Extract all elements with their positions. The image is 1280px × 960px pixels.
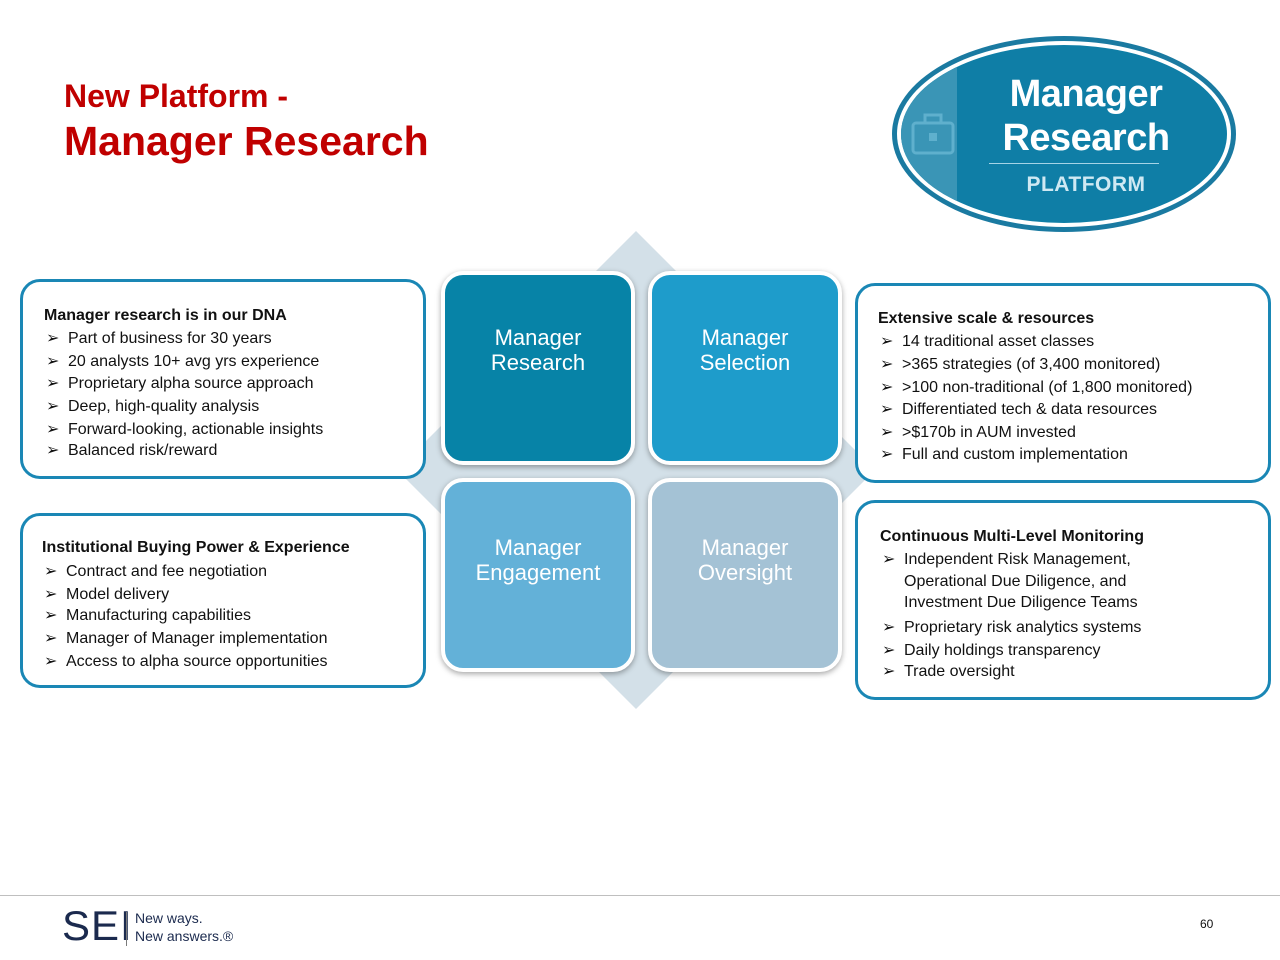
list-item-continuation: Investment Due Diligence Teams [904,594,1138,611]
list-item: ➢ Deep, high-quality analysis [46,396,259,416]
logo-text-research: Research [1002,117,1170,159]
quadrant-label-line1: Manager [494,535,582,560]
bullet-arrow-icon: ➢ [44,630,58,647]
list-item-text: Independent Risk Management, [904,551,1131,568]
quadrant-label-line2: Research [490,350,586,375]
list-item-text: >100 non-traditional (of 1,800 monitored… [902,379,1193,396]
bullet-arrow-icon: ➢ [46,442,60,459]
list-item: ➢ Differentiated tech & data resources [880,399,1157,419]
bullet-arrow-icon: ➢ [46,375,60,392]
quadrant-manager-selection: Manager Selection [648,271,842,465]
quadrant-label-line2: Engagement [475,560,601,585]
box-extensive-scale-resources [855,283,1271,483]
list-item-text: Proprietary risk analytics systems [904,619,1142,636]
list-item: ➢ Proprietary alpha source approach [46,373,313,393]
list-item: ➢ Part of business for 30 years [46,328,272,348]
bullet-arrow-icon: ➢ [44,653,58,670]
bullet-arrow-icon: ➢ [44,563,58,580]
footer-divider [0,895,1280,896]
bullet-arrow-icon: ➢ [880,356,894,373]
quadrant-manager-research: Manager Research [441,271,635,465]
bullet-arrow-icon: ➢ [880,446,894,463]
quadrant-label-line2: Oversight [697,560,793,585]
box-title: Institutional Buying Power & Experience [42,539,350,556]
list-item: ➢ Manager of Manager implementation [44,628,327,648]
briefcase-icon [911,113,955,155]
list-item-text: Manager of Manager implementation [66,630,328,647]
logo-text-manager: Manager [1009,73,1163,115]
tagline-line-2: New answers.® [135,928,234,944]
list-item: ➢ Manufacturing capabilities [44,605,251,625]
bullet-arrow-icon: ➢ [880,379,894,396]
box-manager-research-dna [20,279,426,479]
list-item-text: Full and custom implementation [902,446,1128,463]
bullet-arrow-icon: ➢ [882,551,896,568]
bullet-arrow-icon: ➢ [880,424,894,441]
sei-logo: SEI [62,902,133,949]
list-item: ➢ >365 strategies (of 3,400 monitored) [880,354,1160,374]
box-title: Continuous Multi-Level Monitoring [880,528,1144,545]
box-title: Manager research is in our DNA [44,307,287,324]
list-item: ➢ Proprietary risk analytics systems [882,617,1141,637]
list-item-text: Access to alpha source opportunities [66,653,328,670]
list-item: ➢ 14 traditional asset classes [880,331,1094,351]
bullet-arrow-icon: ➢ [46,353,60,370]
list-item: ➢ Forward-looking, actionable insights [46,419,323,439]
list-item-text: Part of business for 30 years [68,330,272,347]
list-item-text: >$170b in AUM invested [902,424,1076,441]
quadrant-label-line1: Manager [701,325,789,350]
quadrant-label-line1: Manager [701,535,789,560]
page-title: Manager Research [64,118,429,164]
list-item-text: 20 analysts 10+ avg yrs experience [68,353,320,370]
list-item-text: Deep, high-quality analysis [68,398,260,415]
list-item-text: >365 strategies (of 3,400 monitored) [902,356,1161,373]
box-continuous-monitoring [855,500,1271,700]
page-number: 60 [1200,917,1214,931]
bullet-arrow-icon: ➢ [44,607,58,624]
bullet-arrow-icon: ➢ [44,586,58,603]
bullet-arrow-icon: ➢ [882,663,896,680]
list-item: ➢ Contract and fee negotiation [44,561,267,581]
logo-divider [126,912,127,946]
list-item-text: 14 traditional asset classes [902,333,1095,350]
list-item: ➢ 20 analysts 10+ avg yrs experience [46,351,319,371]
box-title: Extensive scale & resources [878,310,1095,327]
list-item: ➢ Full and custom implementation [880,444,1128,464]
bullet-arrow-icon: ➢ [880,333,894,350]
list-item: ➢ Balanced risk/reward [46,440,217,460]
list-item: ➢ Trade oversight [882,661,1015,681]
list-item: ➢ Model delivery [44,584,169,604]
title-line-1: New Platform - [64,78,289,114]
bullet-arrow-icon: ➢ [880,401,894,418]
bullet-arrow-icon: ➢ [882,642,896,659]
quadrant-label-line1: Manager [494,325,582,350]
quadrant-manager-oversight: Manager Oversight [648,478,842,672]
list-item-text: Proprietary alpha source approach [68,375,314,392]
list-item-text: Manufacturing capabilities [66,607,251,624]
list-item-text: Balanced risk/reward [68,442,218,459]
list-item: ➢ >$170b in AUM invested [880,422,1076,442]
list-item-text: Trade oversight [904,663,1015,680]
quadrant-manager-engagement: Manager Engagement [441,478,635,672]
logo-text-platform: PLATFORM [1026,173,1146,196]
bullet-arrow-icon: ➢ [46,421,60,438]
list-item-text: Forward-looking, actionable insights [68,421,324,438]
list-item: ➢ Independent Risk Management, [882,549,1131,569]
box-institutional-buying-power [20,513,426,688]
tagline-line-1: New ways. [135,910,203,926]
bullet-arrow-icon: ➢ [882,619,896,636]
list-item: ➢ Access to alpha source opportunities [44,651,327,671]
quadrant-label-line2: Selection [699,350,791,375]
bullet-arrow-icon: ➢ [46,330,60,347]
list-item-continuation: Operational Due Diligence, and [904,573,1127,590]
manager-research-platform-logo: Manager Research PLATFORM [892,36,1236,232]
list-item-text: Daily holdings transparency [904,642,1101,659]
list-item: ➢ >100 non-traditional (of 1,800 monitore… [880,377,1192,397]
bullet-arrow-icon: ➢ [46,398,60,415]
list-item-text: Contract and fee negotiation [66,563,268,580]
list-item-text: Model delivery [66,586,170,603]
list-item: ➢ Daily holdings transparency [882,640,1101,660]
list-item-text: Differentiated tech & data resources [902,401,1157,418]
